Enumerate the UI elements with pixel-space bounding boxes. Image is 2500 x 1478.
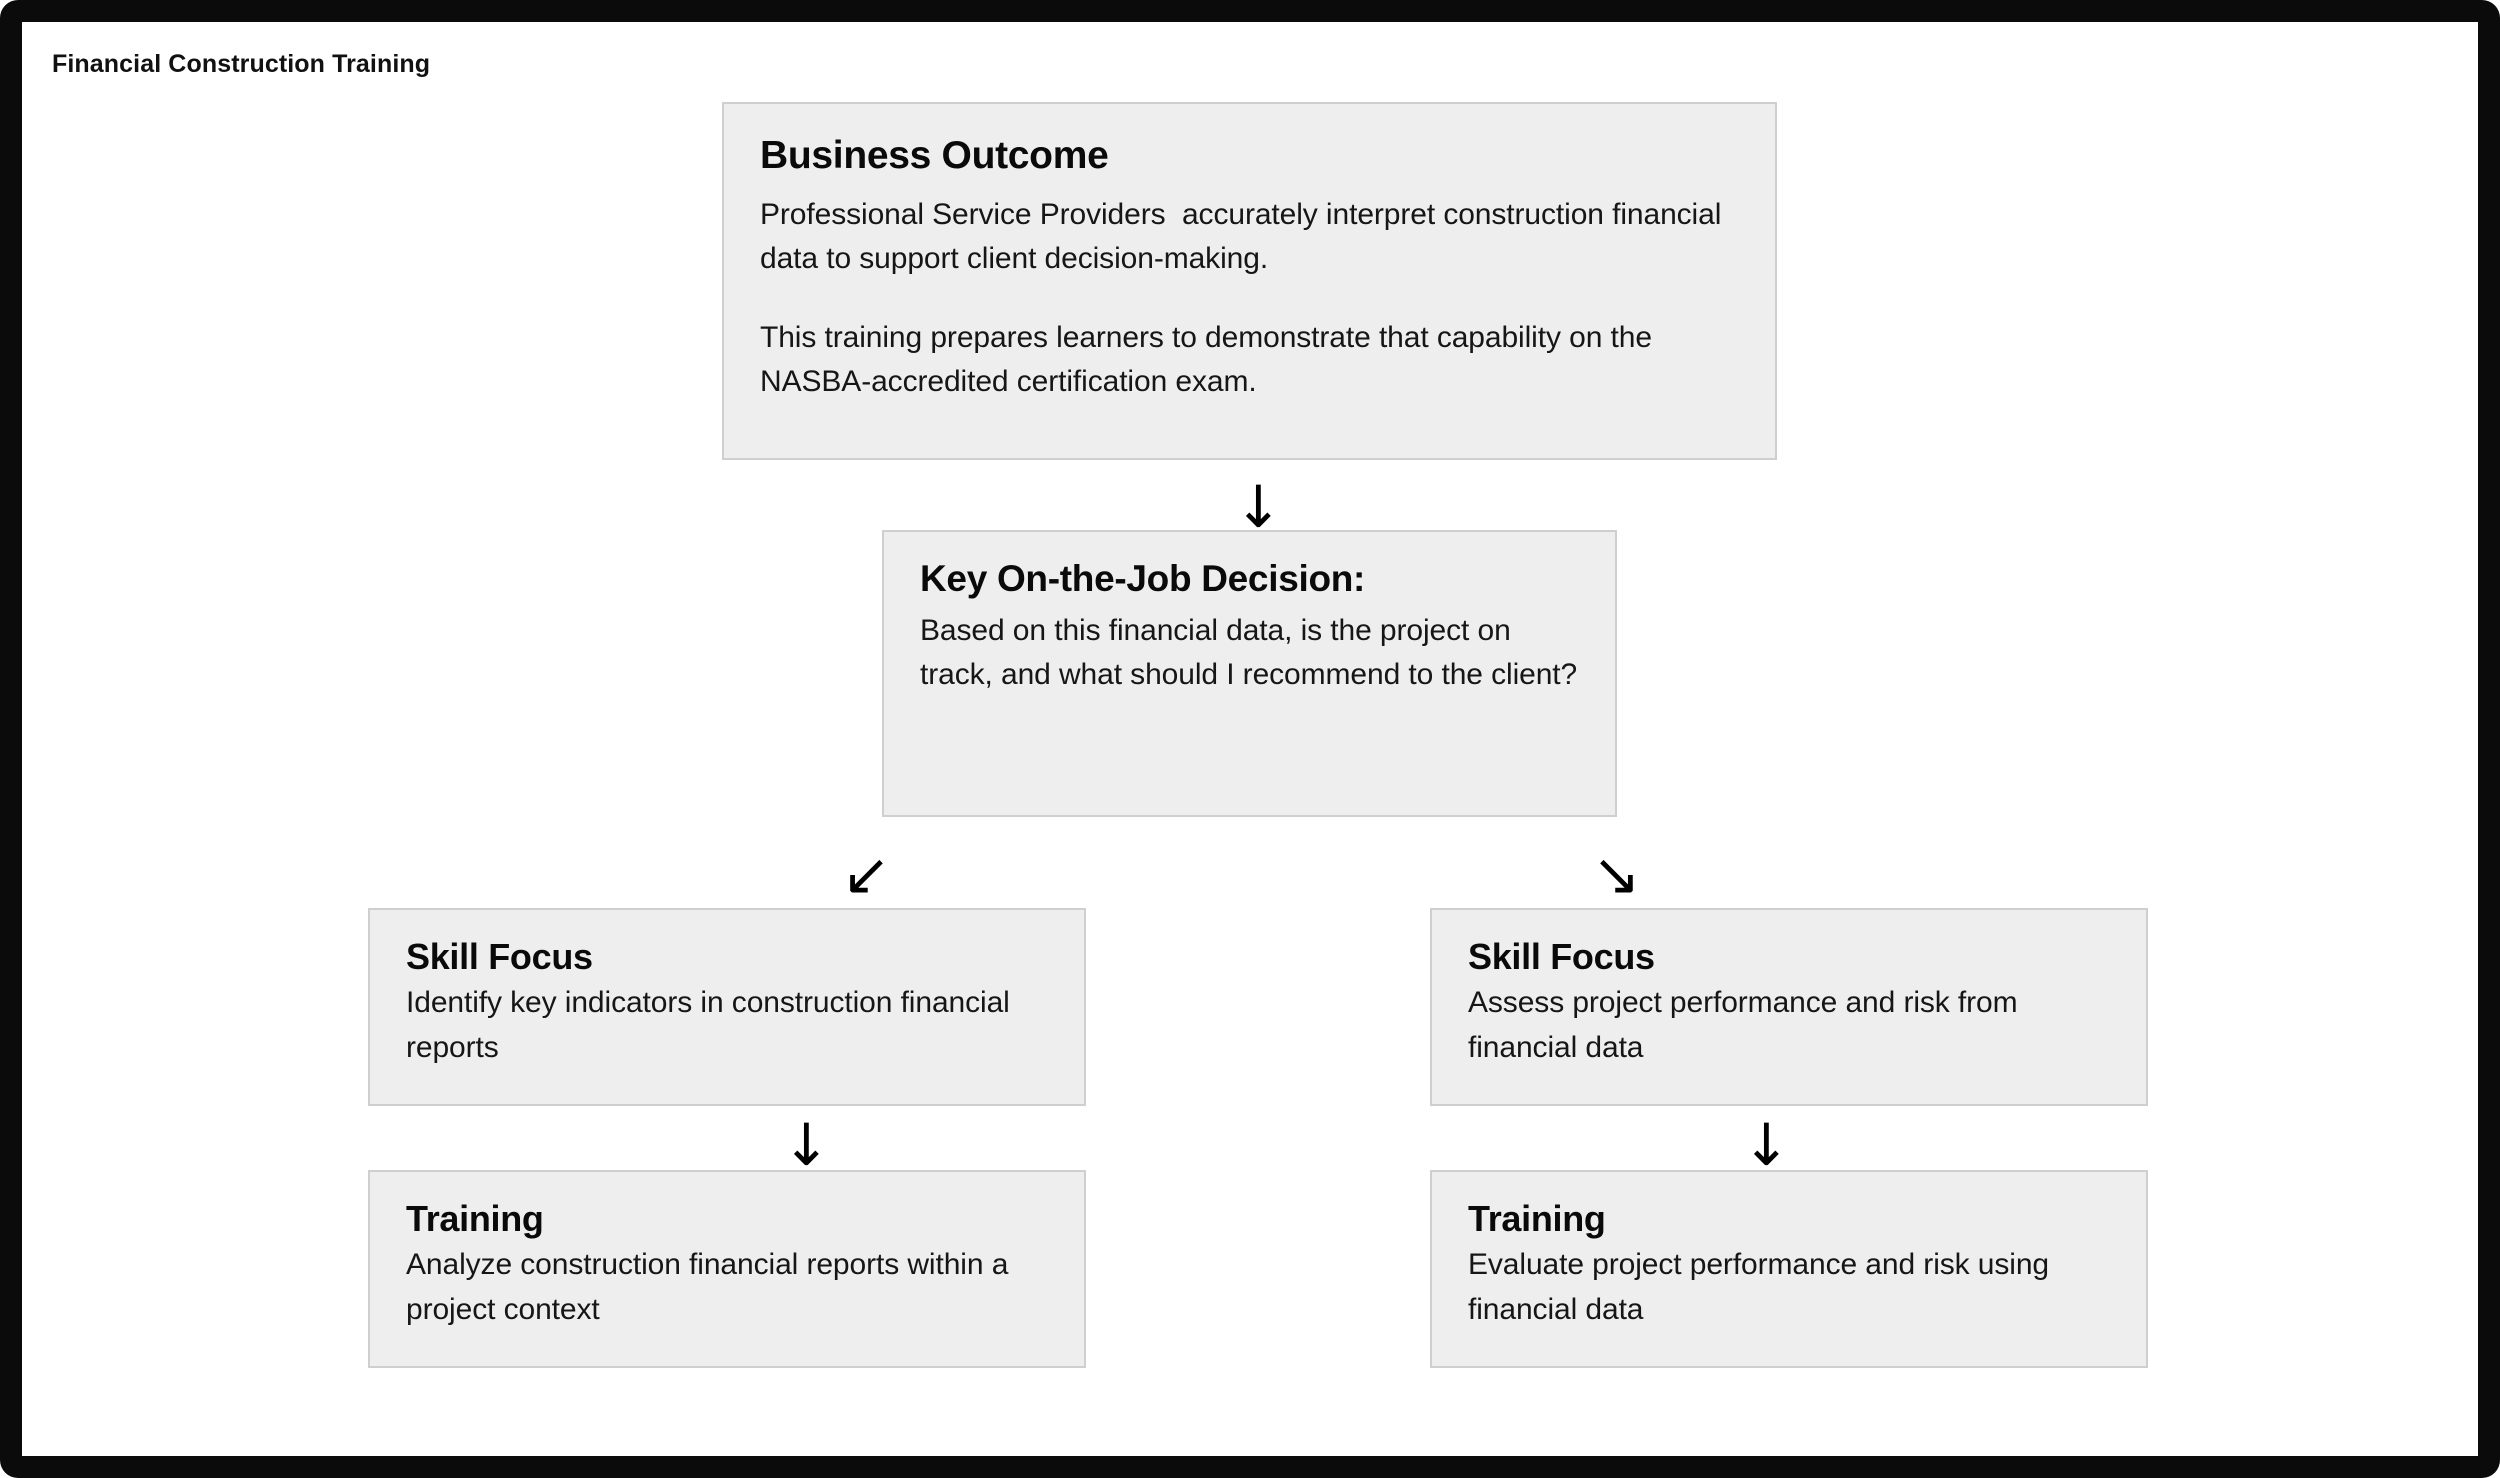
node-business-outcome-paragraph-2: This training prepares learners to demon…	[760, 320, 1661, 399]
page-title: Financial Construction Training	[52, 50, 431, 78]
node-key-decision-title: Key On-the-Job Decision:	[920, 558, 1366, 599]
node-skill-focus-left-body: Identify key indicators in construction …	[406, 986, 1018, 1064]
node-skill-focus-left-title: Skill Focus	[406, 936, 593, 977]
node-skill-focus-right-title: Skill Focus	[1468, 936, 1655, 977]
node-skill-focus-left[interactable]: Skill Focus Identify key indicators in c…	[368, 908, 1086, 1106]
node-key-decision-body: Based on this financial data, is the pro…	[920, 613, 1578, 691]
arrow-down-icon: ↓	[782, 1111, 831, 1179]
node-skill-focus-right[interactable]: Skill Focus Assess project performance a…	[1430, 908, 2148, 1106]
node-business-outcome[interactable]: Business Outcome Professional Service Pr…	[722, 102, 1777, 460]
node-skill-focus-right-body: Assess project performance and risk from…	[1468, 986, 2026, 1064]
node-training-right-title: Training	[1468, 1198, 1606, 1239]
node-training-right[interactable]: Training Evaluate project performance an…	[1430, 1170, 2148, 1368]
node-key-decision[interactable]: Key On-the-Job Decision: Based on this f…	[882, 530, 1617, 817]
diagram-canvas: Financial Construction Training Business…	[22, 22, 2478, 1456]
node-training-left-title: Training	[406, 1198, 544, 1239]
arrow-down-right-icon: ↘	[1592, 840, 1641, 908]
arrow-down-icon: ↓	[1742, 1111, 1791, 1179]
node-training-right-body: Evaluate project performance and risk us…	[1468, 1248, 2058, 1326]
arrow-down-icon: ↓	[1234, 473, 1283, 541]
node-business-outcome-title: Business Outcome	[760, 134, 1109, 177]
node-business-outcome-paragraph-1: Professional Service Providers accuratel…	[760, 197, 1730, 276]
arrow-down-left-icon: ↙	[842, 840, 891, 908]
node-training-left-body: Analyze construction financial reports w…	[406, 1248, 1017, 1326]
node-training-left[interactable]: Training Analyze construction financial …	[368, 1170, 1086, 1368]
